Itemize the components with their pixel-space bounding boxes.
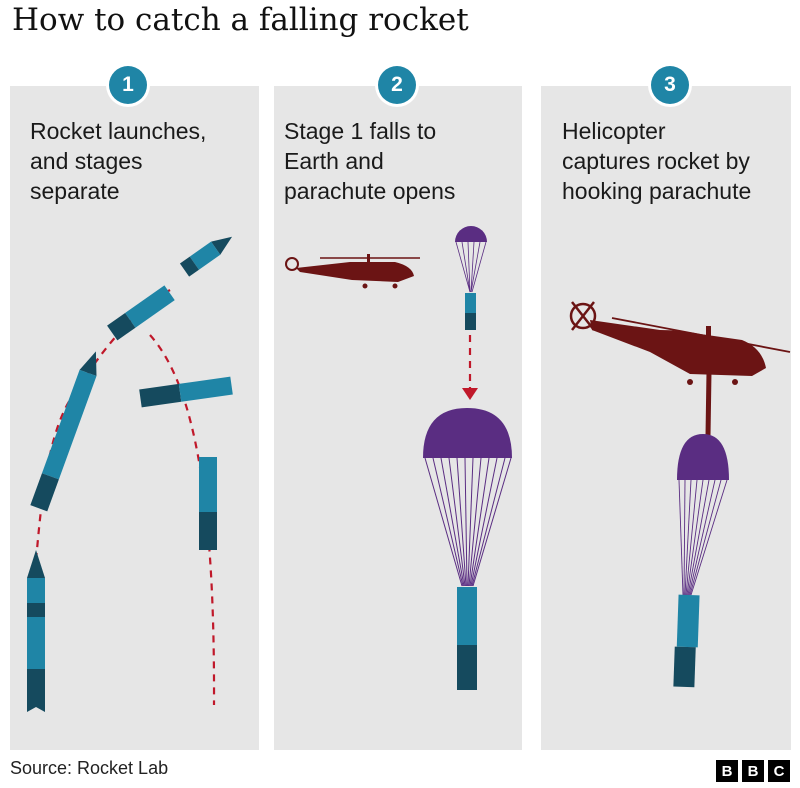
panel-step-3 — [541, 86, 791, 750]
caption-line: captures rocket by — [562, 148, 750, 174]
hook-line — [705, 371, 712, 437]
helicopter-icon — [285, 254, 420, 289]
step-1-caption: Rocket launches, and stages separate — [30, 116, 206, 206]
rocket-icon — [139, 376, 233, 408]
caption-line: separate — [30, 178, 120, 204]
step-1-badge: 1 — [109, 66, 147, 104]
step-2-caption: Stage 1 falls to Earth and parachute ope… — [284, 116, 455, 206]
panel-step-1 — [10, 86, 259, 750]
logo-letter: B — [716, 760, 738, 782]
helicopter-icon — [569, 301, 791, 385]
caption-line: Helicopter — [562, 118, 666, 144]
caption-line: Rocket launches, — [30, 118, 207, 144]
caption-line: Stage 1 falls to — [284, 118, 437, 144]
logo-letter: C — [768, 760, 790, 782]
source-note: Source: Rocket Lab — [10, 758, 169, 778]
parachute-icon — [673, 434, 729, 688]
down-arrow-icon — [462, 335, 478, 400]
trajectory-path-launch — [34, 289, 216, 706]
rocket-icon — [199, 457, 217, 550]
caption-line: parachute opens — [284, 178, 456, 204]
page-title: How to catch a falling rocket — [12, 2, 469, 38]
rocket-icon — [179, 236, 233, 277]
bbc-logo: B B C — [716, 760, 790, 782]
step-3-badge: 3 — [651, 66, 689, 104]
rocket-icon — [27, 550, 45, 712]
parachute-icon — [423, 408, 512, 690]
caption-line: and stages — [30, 148, 143, 174]
step-2-badge: 2 — [378, 66, 416, 104]
parachute-icon — [455, 226, 487, 330]
logo-letter: B — [742, 760, 764, 782]
rocket-icon — [107, 285, 175, 341]
caption-line: Earth and — [284, 148, 384, 174]
rocket-icon — [30, 351, 97, 512]
caption-line: hooking parachute — [562, 178, 752, 204]
step-3-caption: Helicopter captures rocket by hooking pa… — [562, 116, 751, 206]
